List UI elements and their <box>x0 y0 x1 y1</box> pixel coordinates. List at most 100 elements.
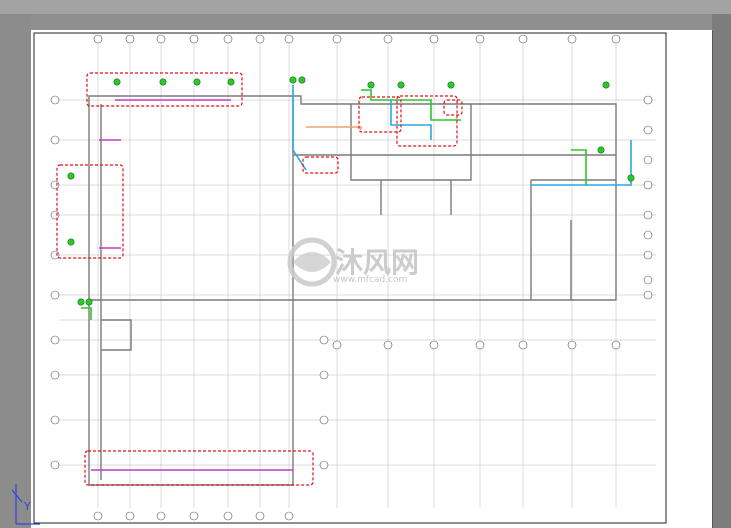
pipe-tag-marker <box>597 146 605 154</box>
interior-walls <box>380 179 616 300</box>
axis-bubble-left <box>50 135 60 145</box>
axis-bubble-mid <box>518 340 528 350</box>
axis-bubble-right-lower <box>319 335 329 345</box>
highlight-box <box>443 99 463 116</box>
highlight-boxes <box>56 72 463 486</box>
axis-bubble-right <box>643 250 653 260</box>
pipe-tag-marker <box>447 81 455 89</box>
pipe-tag-marker <box>602 81 610 89</box>
highlight-box <box>302 156 339 174</box>
pipe-tag-marker <box>113 78 121 86</box>
axis-bubble-top <box>156 34 166 44</box>
axis-bubble-right <box>643 210 653 220</box>
axis-bubble-top <box>255 34 265 44</box>
pipe-tag-marker <box>367 81 375 89</box>
floor-plan-drawing: 沐风网 www.mfcad.com <box>33 32 667 524</box>
pipe-tag-marker <box>67 238 75 246</box>
axis-bubble-top <box>284 34 294 44</box>
pipe-tag-marker <box>67 172 75 180</box>
axis-bubble-right <box>643 95 653 105</box>
axis-bubble-left <box>50 290 60 300</box>
watermark-leaf-icon <box>293 252 331 272</box>
axis-bubble-top <box>383 34 393 44</box>
axis-bubble-right <box>643 230 653 240</box>
axis-bubble-top <box>93 34 103 44</box>
interior-walls <box>100 104 616 480</box>
axis-bubble-top <box>125 34 135 44</box>
pipe-runs <box>81 85 632 471</box>
axis-bubble-top <box>475 34 485 44</box>
axis-bubble-left <box>50 250 60 260</box>
axis-bubble-left <box>50 95 60 105</box>
axis-bubble-bottom <box>156 511 166 521</box>
model-space-left <box>0 14 31 528</box>
pipe-cyan-run <box>292 85 307 171</box>
watermark: 沐风网 www.mfcad.com <box>287 237 419 287</box>
highlight-box <box>84 450 314 486</box>
axis-bubble-bottom <box>255 511 265 521</box>
axis-bubble-top <box>223 34 233 44</box>
pipe-cyan-run <box>390 100 432 140</box>
axis-bubble-mid <box>383 340 393 350</box>
axis-bubble-bottom <box>125 511 135 521</box>
axis-bubble-top <box>611 34 621 44</box>
grid-lines <box>59 40 656 508</box>
axis-bubble-mid <box>429 340 439 350</box>
axis-bubble-right-lower <box>319 460 329 470</box>
highlight-box <box>56 164 124 259</box>
axis-bubble-right-lower <box>319 370 329 380</box>
pipe-orange-run <box>306 126 362 130</box>
axis-bubble-top <box>518 34 528 44</box>
watermark-brand: 沐风网 <box>335 246 419 279</box>
axis-bubble-bottom <box>93 511 103 521</box>
pipe-tag-marker <box>193 78 201 86</box>
pipe-tag-marker <box>159 78 167 86</box>
highlight-box <box>86 72 243 107</box>
pipe-green-run <box>81 307 92 320</box>
ucs-y-label: Y <box>23 500 31 513</box>
axis-bubble-mid <box>611 340 621 350</box>
model-space-right <box>712 14 731 528</box>
pipe-tag-marker <box>77 298 85 306</box>
axis-bubble-top <box>189 34 199 44</box>
axis-bubble-right <box>643 125 653 135</box>
axis-bubble-bottom <box>284 511 294 521</box>
highlight-box <box>396 95 458 147</box>
viewport-top-edge <box>0 0 731 14</box>
axis-bubble-left <box>50 460 60 470</box>
axis-bubble-right <box>643 290 653 300</box>
pipe-markers <box>67 76 635 306</box>
axis-bubble-top <box>332 34 342 44</box>
axis-bubble-mid <box>475 340 485 350</box>
axis-bubble-right <box>643 275 653 285</box>
axis-bubble-mid <box>332 340 342 350</box>
drawing-border <box>33 32 667 524</box>
axis-bubble-left <box>50 415 60 425</box>
axis-bubble-bottom <box>223 511 233 521</box>
pipe-tag-marker <box>227 78 235 86</box>
axis-bubble-top <box>429 34 439 44</box>
pipe-green-run <box>571 149 587 185</box>
axis-bubble-right-lower <box>319 415 329 425</box>
pipe-cyan-run <box>531 140 632 186</box>
axis-bubble-left <box>50 210 60 220</box>
highlight-box <box>358 96 402 133</box>
pipe-green-run <box>361 89 461 121</box>
watermark-logo-icon <box>287 237 337 287</box>
watermark-url: www.mfcad.com <box>333 275 407 285</box>
pipe-tag-marker <box>289 76 297 84</box>
axis-bubble-left <box>50 335 60 345</box>
axis-bubble-left <box>50 370 60 380</box>
axis-bubble-bottom <box>189 511 199 521</box>
axis-bubble-mid <box>567 340 577 350</box>
axis-bubble-right <box>643 180 653 190</box>
drawing-sheet: 沐风网 www.mfcad.com <box>31 30 712 528</box>
building-walls <box>88 95 617 486</box>
pipe-tag-marker <box>397 81 405 89</box>
axis-bubble-left <box>50 180 60 190</box>
pipe-tag-marker <box>627 174 635 182</box>
axis-bubble-right <box>643 155 653 165</box>
pipe-tag-marker <box>85 298 93 306</box>
axis-bubble-top <box>567 34 577 44</box>
